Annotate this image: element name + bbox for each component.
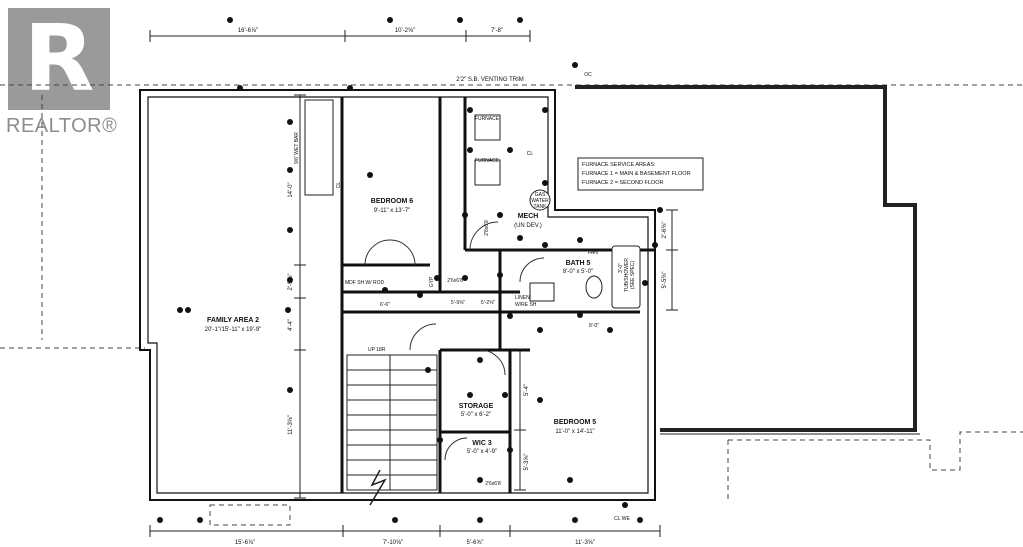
realtor-wordmark: REALTOR® bbox=[6, 115, 118, 137]
garage-outline bbox=[575, 85, 920, 435]
top-dim-1: 16'-6⅞" bbox=[238, 28, 258, 34]
stairs-label: UP 18R bbox=[368, 347, 386, 353]
bedroom6-dim: 9'-11" x 13'-7" bbox=[374, 208, 410, 214]
gas-tank-3: TANK bbox=[534, 204, 548, 210]
left-dim-3: 4'-4" bbox=[288, 319, 294, 331]
wet-bar-sub: CL bbox=[336, 182, 342, 189]
mech-sub: (UN DEV.) bbox=[514, 223, 542, 229]
left-dim-2: 2'-9⅞" bbox=[288, 274, 294, 291]
linen-2: W/RE SH bbox=[515, 302, 537, 308]
fixtures bbox=[304, 99, 641, 309]
cl-label: CL bbox=[527, 151, 534, 157]
mech-name: MECH bbox=[518, 213, 539, 220]
top-dim-3: 7'-8" bbox=[491, 28, 503, 34]
bedroom5-name: BEDROOM 5 bbox=[554, 419, 597, 426]
room-labels: BEDROOM 6 9'-11" x 13'-7" MECH (UN DEV.)… bbox=[205, 198, 597, 455]
dim-label-56: 5'-9⅝" bbox=[451, 300, 465, 306]
dim-label-66: 6'-6" bbox=[380, 302, 390, 308]
gyp-label: GYP bbox=[429, 276, 435, 287]
bedroom5-dim: 11'-0" x 14'-11" bbox=[555, 429, 594, 435]
furnace-service-box bbox=[577, 157, 704, 191]
door-label-2: 2'8x6'8 bbox=[484, 220, 490, 236]
furnace-service-title: FURNACE SERVICE AREAS: bbox=[582, 162, 656, 168]
top-dim-2: 10'-2⅝" bbox=[395, 28, 415, 34]
venting-note: 2'2" S.B. VENTING TRIM bbox=[456, 77, 524, 83]
foundation-walls bbox=[139, 89, 656, 501]
wic3-dim: 5'-0" x 4'-9" bbox=[467, 449, 497, 455]
right-dim-4: 5'-3⅝" bbox=[524, 454, 530, 471]
bedroom6-name: BEDROOM 6 bbox=[371, 198, 414, 205]
furnace-service-line1: FURNACE 1 = MAIN & BASEMENT FLOOR bbox=[582, 171, 691, 177]
survey-markers bbox=[157, 17, 663, 523]
fixture-labels: FURNACE FURNACE GAS WATER TANK LINEN W/R… bbox=[294, 72, 636, 522]
bottom-dim-3: 5'-6⅝" bbox=[467, 540, 484, 546]
shower-2: TUB/SHOWER bbox=[624, 258, 630, 292]
storage-dim: 5'-0" x 6'-2" bbox=[461, 412, 491, 418]
family-name: FAMILY AREA 2 bbox=[207, 317, 259, 324]
oc-label: OC bbox=[584, 72, 592, 78]
bath5-dim: 8'-0" x 5'-0" bbox=[563, 269, 593, 275]
door-label-1: 2'6x6'8 bbox=[447, 278, 463, 284]
family-dim: 20'-1"/15'-11" x 19'-9" bbox=[205, 327, 262, 333]
left-dim-4: 11'-3⅝" bbox=[288, 415, 294, 435]
shower-1: 3'-0" bbox=[618, 263, 624, 273]
realtor-r-mark: R bbox=[23, 5, 95, 112]
wic3-name: WIC 3 bbox=[472, 440, 492, 447]
interior-walls bbox=[340, 97, 655, 493]
furnace1-label: FURNACE bbox=[475, 116, 500, 122]
realtor-logo: R bbox=[8, 8, 110, 110]
bottom-dim-4: 11'-3⅝" bbox=[575, 540, 595, 546]
right-dim-2: 5'-5⅜" bbox=[662, 272, 668, 289]
storage-name: STORAGE bbox=[459, 403, 494, 410]
furnace-service-note: FURNACE SERVICE AREAS: FURNACE 1 = MAIN … bbox=[582, 162, 691, 186]
fan-label: FAN bbox=[588, 250, 598, 256]
furnace2-label: FURNACE bbox=[475, 158, 500, 164]
cl-we-label: CL WE bbox=[614, 516, 630, 522]
dim-label-80: 8'-0" bbox=[589, 323, 599, 329]
gas-tank-2: WATER bbox=[531, 198, 549, 204]
mdf-label: MDF SH W/ ROD bbox=[345, 280, 385, 286]
dim-label-52: 5'-2⅝" bbox=[481, 300, 495, 306]
wet-bar-label: 9/6' WET BAR bbox=[294, 132, 300, 164]
staircase bbox=[346, 354, 438, 506]
furnace-service-line2: FURNACE 2 = SECOND FLOOR bbox=[582, 180, 663, 186]
dimension-lines bbox=[149, 30, 678, 537]
door-label-3: 2'6x6'8 bbox=[485, 481, 501, 487]
bottom-dim-2: 7'-10⅝" bbox=[383, 540, 403, 546]
shower-3: (SEE SPEC) bbox=[630, 260, 636, 289]
property-lines bbox=[0, 84, 1023, 526]
bath5-name: BATH 5 bbox=[566, 260, 591, 267]
door-swings bbox=[364, 221, 545, 461]
left-dim-1: 14'-0" bbox=[288, 182, 294, 197]
linen-1: LINEN bbox=[515, 295, 530, 301]
bottom-dim-1: 15'-6⅞" bbox=[235, 540, 255, 546]
right-dim-1: 2'-6⅜" bbox=[662, 222, 668, 239]
dimension-text: 16'-6⅞" 10'-2⅝" 7'-8" 15'-6⅞" 7'-10⅝" 5'… bbox=[235, 28, 668, 546]
right-dim-3: 5'-4" bbox=[524, 384, 530, 396]
gas-tank-1: GAS bbox=[535, 192, 546, 198]
